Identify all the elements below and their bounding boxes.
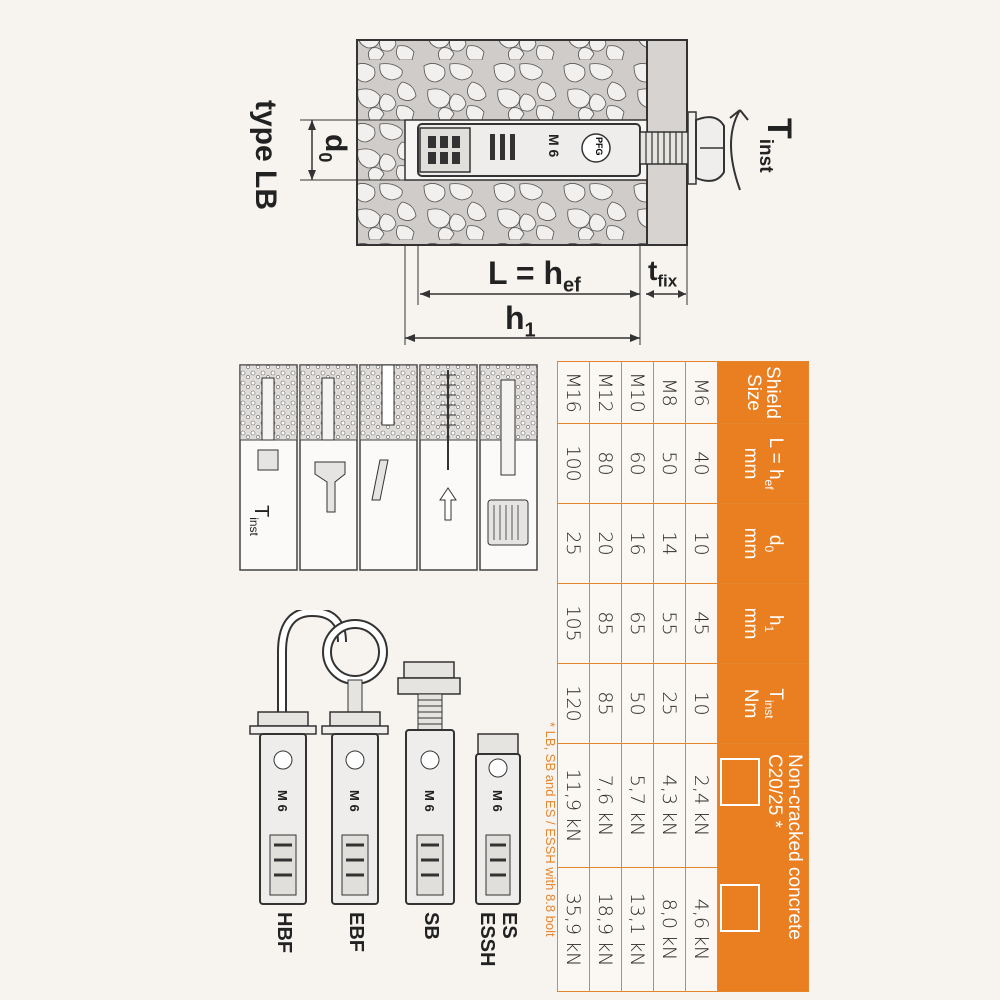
table-cell: 45 xyxy=(685,583,718,664)
anchor-es xyxy=(475,733,521,905)
d0-label: d0 xyxy=(315,134,352,163)
table-cell: 50 xyxy=(653,423,686,504)
table-cell: 5,7 kN xyxy=(621,743,654,868)
shear-load-icon xyxy=(720,884,760,932)
table-cell: 85 xyxy=(589,663,622,744)
step-panel xyxy=(299,364,358,571)
table-cell: M6 xyxy=(685,361,718,424)
h1-label: h1 xyxy=(505,300,536,342)
torque-arrow xyxy=(730,109,741,191)
table-cell: 11,9 kN xyxy=(557,743,590,868)
table-cell: 8,0 kN xyxy=(653,867,686,992)
tension-load-icon xyxy=(720,758,760,806)
table-cell: 14 xyxy=(653,503,686,584)
anchor-code-sb: SB xyxy=(420,912,442,940)
anchor-mark: M 6 xyxy=(546,134,562,158)
table-cell: M12 xyxy=(589,361,622,424)
table-cell: 85 xyxy=(589,583,622,664)
table-cell: 55 xyxy=(653,583,686,664)
anchor-code-hbf: HBF xyxy=(273,912,295,954)
table-cell: 10 xyxy=(685,663,718,744)
anchor-mark: M 6 xyxy=(275,790,290,812)
nut xyxy=(695,116,725,182)
header-load: Non-cracked concrete C20/25 * xyxy=(717,743,809,992)
table-footnote: * LB, SB and ES / ESSH with 8.8 bolt xyxy=(543,722,558,937)
table-cell: 60 xyxy=(621,423,654,504)
anchor-ebf xyxy=(321,619,389,905)
table-cell: 100 xyxy=(557,423,590,504)
table-cell: 25 xyxy=(557,503,590,584)
table-cell: 7,6 kN xyxy=(589,743,622,868)
table-cell: 120 xyxy=(557,663,590,744)
table-cell: 35,9 kN xyxy=(557,867,590,992)
torque-label: Tinst xyxy=(755,118,798,173)
pfg-logo: PFG xyxy=(594,137,604,156)
table-cell: 18,9 kN xyxy=(589,867,622,992)
tfix-label: tfix xyxy=(648,255,678,291)
anchor-variants xyxy=(249,610,521,905)
anchor-sb xyxy=(397,661,461,905)
step-panel xyxy=(419,364,478,571)
step-panel xyxy=(359,364,418,571)
anchor-mark: M 6 xyxy=(347,790,362,812)
table-cell: 25 xyxy=(653,663,686,744)
table-cell: M10 xyxy=(621,361,654,424)
type-label: type LB xyxy=(249,100,282,211)
header-size: Shield Size xyxy=(717,361,809,424)
bolt-thread xyxy=(639,131,697,165)
table-cell: 4,3 kN xyxy=(653,743,686,868)
table-cell: 2,4 kN xyxy=(685,743,718,868)
table-cell: 10 xyxy=(685,503,718,584)
installation-steps xyxy=(239,364,538,571)
table-cell: M8 xyxy=(653,361,686,424)
table-cell: 65 xyxy=(621,583,654,664)
table-cell: 50 xyxy=(621,663,654,744)
table-cell: M16 xyxy=(557,361,590,424)
anchor-mark: M 6 xyxy=(422,790,437,812)
l-hef-label: L = hef xyxy=(488,255,581,297)
anchor-code-ebf: EBF xyxy=(345,912,367,952)
step-panel xyxy=(239,364,298,571)
table-cell: 20 xyxy=(589,503,622,584)
table-cell: 80 xyxy=(589,423,622,504)
table-cell: 105 xyxy=(557,583,590,664)
installation-diagram xyxy=(300,39,749,345)
step-panel xyxy=(479,364,538,571)
table-cell: 16 xyxy=(621,503,654,584)
step1-torque-label: Tinst xyxy=(247,505,272,536)
anchor-mark: M 6 xyxy=(490,790,505,812)
table-cell: 4,6 kN xyxy=(685,867,718,992)
washer xyxy=(687,111,697,185)
table-cell: 13,1 kN xyxy=(621,867,654,992)
table-cell: 40 xyxy=(685,423,718,504)
